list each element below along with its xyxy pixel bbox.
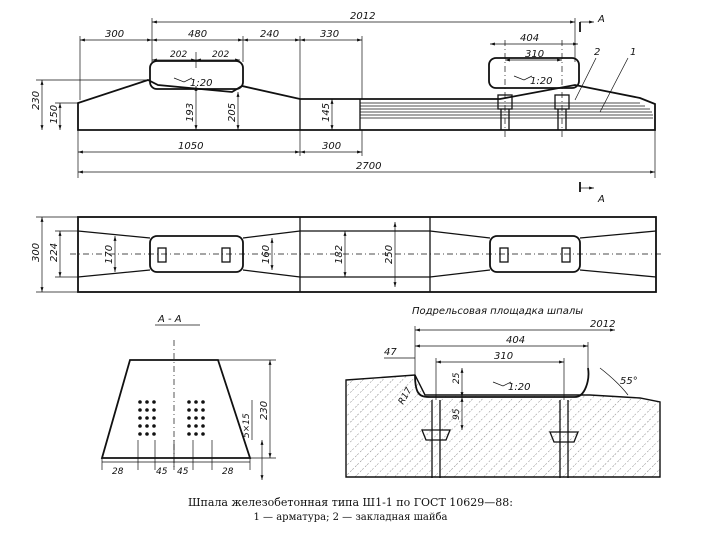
rebar-dot <box>152 416 156 420</box>
rebar-dot <box>138 432 142 436</box>
svg-text:1050: 1050 <box>178 141 203 152</box>
dimension-vertical: 193 205 145 <box>185 86 334 130</box>
rebar-dot <box>187 400 191 404</box>
svg-text:202: 202 <box>212 50 229 60</box>
svg-text:300: 300 <box>31 243 42 262</box>
svg-text:193: 193 <box>185 103 196 122</box>
rebar-dot <box>194 400 198 404</box>
svg-text:145: 145 <box>321 103 332 122</box>
rebar-dot <box>145 400 149 404</box>
svg-text:150: 150 <box>49 105 60 124</box>
svg-text:2012: 2012 <box>350 11 375 22</box>
svg-text:300: 300 <box>105 29 124 40</box>
svg-text:300: 300 <box>322 141 341 152</box>
rebar-dot <box>152 432 156 436</box>
dimension-left: 230 150 <box>31 79 150 130</box>
section-title: A - A <box>157 314 182 325</box>
rail-seat-detail: Подрельсовая площадка шпалы 2012 404 310… <box>345 306 661 478</box>
svg-text:28: 28 <box>222 467 234 477</box>
svg-text:2700: 2700 <box>356 161 381 172</box>
detail-body <box>345 374 661 478</box>
rebar-dot <box>194 416 198 420</box>
reinforcement-lines <box>360 102 653 119</box>
detail-slope: 1:20 <box>508 382 530 393</box>
svg-text:182: 182 <box>334 245 345 264</box>
svg-text:404: 404 <box>520 33 539 44</box>
svg-text:25: 25 <box>452 372 462 384</box>
rebar-dot <box>138 424 142 428</box>
dimension-bottom: 1050 300 2700 <box>77 130 656 178</box>
figure-caption: Шпала железобетонная типа Ш1-1 по ГОСТ 1… <box>188 496 513 509</box>
svg-text:2012: 2012 <box>590 319 615 330</box>
rebar-dot <box>194 408 198 412</box>
svg-text:250: 250 <box>384 245 395 264</box>
plan-seat-right <box>489 235 581 273</box>
svg-text:224: 224 <box>49 243 60 262</box>
rebar-dot <box>145 408 149 412</box>
rebar-dot <box>187 408 191 412</box>
rebar-dot <box>187 424 191 428</box>
svg-text:240: 240 <box>260 29 279 40</box>
svg-text:45: 45 <box>177 467 189 477</box>
svg-text:330: 330 <box>320 29 339 40</box>
plan-seat-left <box>149 235 244 273</box>
rebar-dot <box>201 424 205 428</box>
dimension-top: 2012 300 480 240 330 202 202 404 310 <box>79 11 578 100</box>
svg-text:28: 28 <box>112 467 124 477</box>
rebar-dot <box>145 432 149 436</box>
callout-1: 1 <box>630 47 636 58</box>
section-marker-bottom: A <box>597 194 605 205</box>
side-view: 2 1 A A 2012 300 480 240 330 20 <box>31 11 656 205</box>
svg-text:5×15: 5×15 <box>242 413 252 438</box>
rebar-dot <box>201 416 205 420</box>
detail-bolts <box>421 400 579 478</box>
rebar-dot <box>187 416 191 420</box>
rebar-dot <box>194 424 198 428</box>
svg-text:95: 95 <box>452 408 462 420</box>
rebar-dot <box>145 424 149 428</box>
svg-text:480: 480 <box>188 29 207 40</box>
slope-right: 1:20 <box>530 76 552 87</box>
svg-text:310: 310 <box>494 351 513 362</box>
rebar-dot <box>152 400 156 404</box>
rebar-dot <box>145 416 149 420</box>
rebar-dot <box>138 400 142 404</box>
rebar-dot <box>201 408 205 412</box>
plan-view: 300 224 170 160 182 250 <box>31 216 664 293</box>
embedded-bolts <box>497 40 570 140</box>
callout-2: 2 <box>594 47 600 58</box>
svg-text:310: 310 <box>525 49 544 60</box>
rebar-dot <box>138 416 142 420</box>
rebar-dot <box>201 432 205 436</box>
svg-text:160: 160 <box>261 245 272 264</box>
svg-text:230: 230 <box>31 91 42 110</box>
section-aa: A - A 230 5×15 28 45 45 28 <box>100 314 276 480</box>
figure-legend: 1 — арматура; 2 — закладная шайба <box>253 512 448 523</box>
section-marker-top: A <box>597 14 605 25</box>
svg-text:45: 45 <box>156 467 168 477</box>
rebar-dot <box>152 408 156 412</box>
rebar-dots <box>138 400 205 436</box>
svg-text:170: 170 <box>104 245 115 264</box>
svg-text:404: 404 <box>506 335 525 346</box>
rebar-dot <box>194 432 198 436</box>
detail-angle: 55° <box>620 376 638 387</box>
rebar-dot <box>152 424 156 428</box>
svg-text:47: 47 <box>384 347 397 358</box>
rebar-dot <box>187 432 191 436</box>
slope-left: 1:20 <box>190 78 212 89</box>
rail-seat-right <box>488 57 580 89</box>
section-outline <box>100 359 252 459</box>
svg-text:205: 205 <box>227 103 238 122</box>
detail-title: Подрельсовая площадка шпалы <box>412 306 583 317</box>
svg-text:230: 230 <box>259 401 270 420</box>
svg-text:202: 202 <box>170 50 187 60</box>
plan-outline <box>77 216 657 293</box>
rebar-dot <box>201 400 205 404</box>
rebar-dot <box>138 408 142 412</box>
